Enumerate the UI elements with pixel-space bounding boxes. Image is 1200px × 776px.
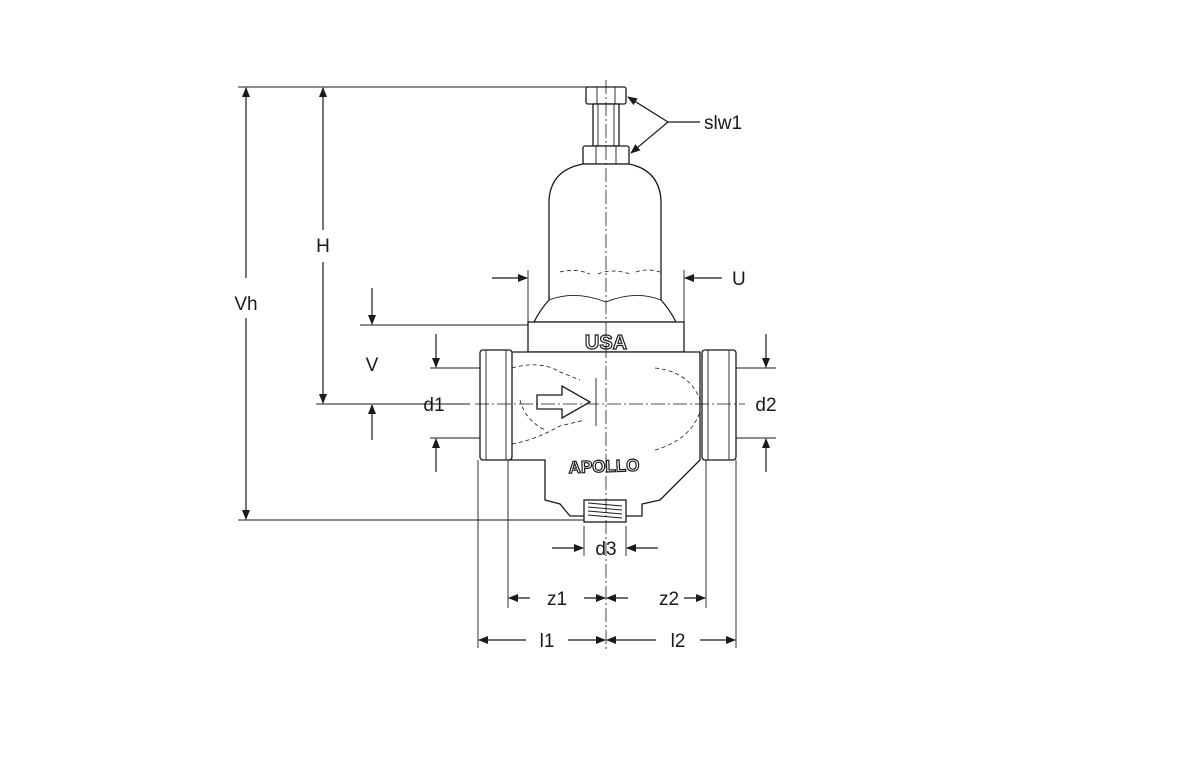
label-d3: d3 (595, 539, 616, 560)
label-u: U (732, 269, 746, 290)
label-vh: Vh (234, 294, 257, 315)
cast-text-apollo: APOLLO (568, 456, 639, 477)
dimension-v: V (366, 288, 379, 440)
outlet-end (701, 349, 737, 461)
label-z2: z2 (659, 589, 679, 610)
label-slw1: slw1 (704, 113, 742, 134)
label-l1: l1 (540, 631, 555, 652)
dimension-d2: d2 (755, 334, 777, 472)
dimension-u: U (492, 269, 746, 290)
valve-body (509, 351, 701, 517)
pressure-reducing-valve: USA APOLLO (475, 80, 745, 650)
label-d1: d1 (423, 395, 444, 416)
dimension-l1: l1 (478, 631, 606, 652)
dimension-d1: d1 (423, 334, 445, 472)
dimension-h: H (316, 87, 330, 404)
bottom-port (583, 499, 627, 523)
label-d2: d2 (755, 395, 776, 416)
inlet-end (479, 349, 513, 461)
dimension-z1: z1 (508, 589, 606, 610)
dimension-slw1: slw1 (627, 96, 742, 154)
dimension-l2: l2 (606, 631, 736, 652)
dimension-z2: z2 (606, 589, 706, 610)
flow-arrow-icon (536, 384, 592, 420)
label-l2: l2 (671, 631, 686, 652)
cast-text-usa: USA (585, 332, 627, 354)
dimension-d3: d3 (552, 539, 658, 560)
label-v: V (366, 355, 379, 376)
label-h: H (316, 236, 330, 257)
label-z1: z1 (547, 589, 567, 610)
dimension-vh: Vh (234, 87, 258, 520)
